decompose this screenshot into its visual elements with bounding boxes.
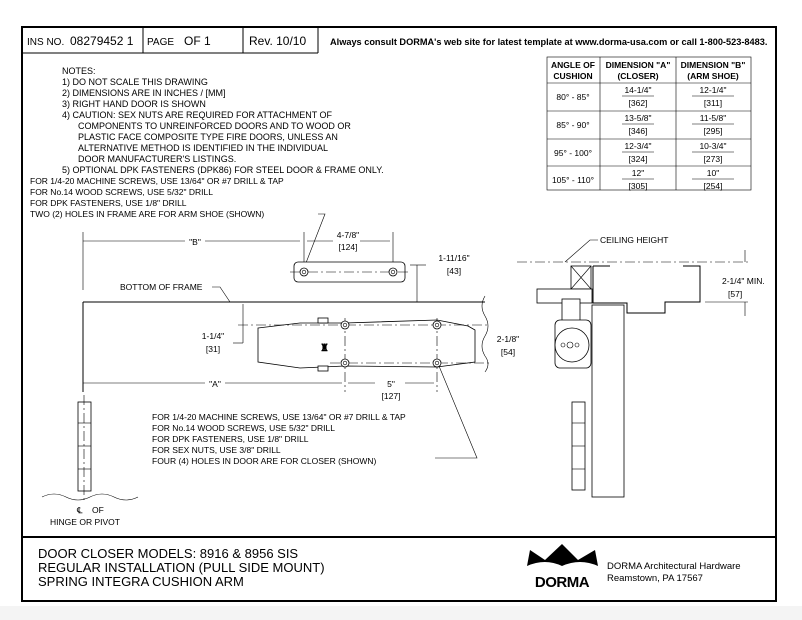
svg-text:CEILING HEIGHT: CEILING HEIGHT (600, 235, 668, 245)
svg-text:BOTTOM OF FRAME: BOTTOM OF FRAME (120, 282, 203, 292)
page-of: OF 1 (184, 34, 211, 48)
closer-logo-icon: ♜ (320, 343, 329, 354)
svg-text:[127]: [127] (382, 391, 401, 401)
dim-a: "A" (209, 379, 221, 389)
svg-text:1-1/4": 1-1/4" (202, 331, 224, 341)
table-dim-b: 11-5/8" (700, 113, 727, 123)
svg-text:NOTES:: NOTES: (62, 66, 96, 76)
company-address: Reamstown, PA 17567 (607, 573, 703, 584)
svg-text:DIMENSION "A": DIMENSION "A" (606, 60, 671, 70)
svg-text:1-11/16": 1-11/16" (438, 253, 469, 263)
table-dim-a-mm: [362] (629, 98, 648, 108)
ins-label: INS NO. (27, 37, 64, 48)
table-dim-a-mm: [305] (629, 181, 648, 191)
svg-text:OF: OF (92, 505, 104, 515)
table-dim-a: 12-3/4" (624, 141, 651, 151)
svg-text:℄: ℄ (76, 505, 83, 515)
consult-text: Always consult DORMA's web site for late… (330, 37, 767, 47)
notes: NOTES: 1) DO NOT SCALE THIS DRAWING 2) D… (62, 66, 384, 175)
table-dim-b-mm: [254] (704, 181, 723, 191)
svg-text:FOR 1/4-20 MACHINE SCREWS, USE: FOR 1/4-20 MACHINE SCREWS, USE 13/64" OR… (152, 412, 406, 422)
table-dim-a: 12" (632, 168, 644, 178)
table-angle: 85° - 90° (556, 120, 589, 130)
svg-text:FOR SEX NUTS, USE 3/8" DRILL: FOR SEX NUTS, USE 3/8" DRILL (152, 445, 281, 455)
svg-text:FOR DPK FASTENERS, USE 1/8" DR: FOR DPK FASTENERS, USE 1/8" DRILL (152, 434, 309, 444)
front-view: "B" 4-7/8" [124] 1-11/16" [43] BOTTOM OF… (41, 230, 519, 527)
svg-text:4) CAUTION: SEX NUTS ARE REQUI: 4) CAUTION: SEX NUTS ARE REQUIRED FOR AT… (62, 110, 333, 120)
footer-title-1: DOOR CLOSER MODELS: 8916 & 8956 SIS (38, 546, 298, 561)
svg-text:3) RIGHT HAND DOOR IS SHOWN: 3) RIGHT HAND DOOR IS SHOWN (62, 99, 206, 109)
table-dim-b: 10" (707, 168, 719, 178)
table-dim-b-mm: [311] (704, 98, 722, 108)
dorma-logo: DORMA (527, 544, 598, 591)
svg-text:[54]: [54] (501, 347, 515, 357)
svg-text:5": 5" (387, 379, 395, 389)
page-label: PAGE (147, 37, 174, 48)
svg-text:FOR No.14 WOOD SCREWS, USE 5/3: FOR No.14 WOOD SCREWS, USE 5/32" DRILL (152, 423, 335, 433)
svg-text:TWO (2) HOLES IN FRAME ARE FOR: TWO (2) HOLES IN FRAME ARE FOR ARM SHOE … (30, 209, 264, 219)
sheet-border (21, 26, 777, 602)
svg-text:DOOR MANUFACTURER'S LISTINGS.: DOOR MANUFACTURER'S LISTINGS. (78, 154, 236, 164)
table-dim-b: 12-1/4" (699, 85, 726, 95)
svg-text:2) DIMENSIONS ARE IN INCHES /: 2) DIMENSIONS ARE IN INCHES / [MM] (62, 88, 226, 98)
svg-text:(CLOSER): (CLOSER) (617, 71, 658, 81)
svg-text:FOR No.14 WOOD SCREWS, USE 5/3: FOR No.14 WOOD SCREWS, USE 5/32" DRILL (30, 187, 213, 197)
svg-text:CUSHION: CUSHION (553, 71, 592, 81)
svg-text:2-1/8": 2-1/8" (497, 334, 519, 344)
table-dim-a: 13-5/8" (624, 113, 651, 123)
svg-text:COMPONENTS TO UNREINFORCED DOO: COMPONENTS TO UNREINFORCED DOORS AND TO … (78, 121, 351, 131)
table-dim-b-mm: [295] (704, 126, 723, 136)
svg-text:4-7/8": 4-7/8" (337, 230, 359, 240)
template-sheet: INS NO. 08279452 1 PAGE OF 1 Rev. 10/10 … (0, 0, 802, 606)
table-dim-b: 10-3/4" (699, 141, 726, 151)
frame-notes: FOR 1/4-20 MACHINE SCREWS, USE 13/64" OR… (30, 176, 326, 269)
svg-text:(ARM SHOE): (ARM SHOE) (687, 71, 739, 81)
table-angle: 80° - 85° (556, 92, 589, 102)
svg-text:[31]: [31] (206, 344, 220, 354)
table-angle: 95° - 100° (554, 148, 592, 158)
svg-text:FOR 1/4-20 MACHINE SCREWS, USE: FOR 1/4-20 MACHINE SCREWS, USE 13/64" OR… (30, 176, 284, 186)
table-angle: 105° - 110° (552, 175, 594, 185)
svg-text:PLASTIC FACE COMPOSITE TYPE FI: PLASTIC FACE COMPOSITE TYPE FIRE DOORS, … (78, 132, 338, 142)
footer-title-3: SPRING INTEGRA CUSHION ARM (38, 574, 244, 589)
side-view: CEILING HEIGHT 2-1/4" MIN. [57] (517, 235, 765, 498)
footer-title-2: REGULAR INSTALLATION (PULL SIDE MOUNT) (38, 560, 325, 575)
dim-b: "B" (189, 237, 201, 247)
door-notes: FOR 1/4-20 MACHINE SCREWS, USE 13/64" OR… (152, 412, 406, 466)
svg-text:FOR DPK FASTENERS, USE 1/8" DR: FOR DPK FASTENERS, USE 1/8" DRILL (30, 198, 187, 208)
svg-text:[57]: [57] (728, 289, 742, 299)
svg-text:ALTERNATIVE METHOD IS IDENTIFI: ALTERNATIVE METHOD IS IDENTIFIED IN THE … (78, 143, 328, 153)
revision: Rev. 10/10 (249, 34, 306, 48)
table-dim-a-mm: [324] (629, 154, 648, 164)
hinge (77, 401, 92, 492)
svg-text:5) OPTIONAL DPK FASTENERS (DPK: 5) OPTIONAL DPK FASTENERS (DPK86) FOR ST… (62, 165, 384, 175)
table-dim-b-mm: [273] (704, 154, 723, 164)
closer-body (257, 319, 476, 369)
svg-text:[43]: [43] (447, 266, 461, 276)
door-edge (591, 304, 625, 498)
table-dim-a-mm: [346] (629, 126, 648, 136)
svg-text:[124]: [124] (339, 242, 358, 252)
drawing: INS NO. 08279452 1 PAGE OF 1 Rev. 10/10 … (21, 26, 777, 602)
svg-text:FOUR (4) HOLES IN DOOR ARE FOR: FOUR (4) HOLES IN DOOR ARE FOR CLOSER (S… (152, 456, 376, 466)
ins-number: 08279452 1 (70, 34, 134, 48)
company-name: DORMA Architectural Hardware (607, 561, 741, 572)
table-dim-a: 14-1/4" (624, 85, 651, 95)
svg-text:1) DO NOT SCALE THIS DRAWING: 1) DO NOT SCALE THIS DRAWING (62, 77, 208, 87)
svg-text:2-1/4" MIN.: 2-1/4" MIN. (722, 276, 765, 286)
svg-text:DIMENSION "B": DIMENSION "B" (681, 60, 746, 70)
svg-text:DORMA: DORMA (535, 574, 590, 591)
svg-text:HINGE OR PIVOT: HINGE OR PIVOT (50, 517, 120, 527)
svg-text:ANGLE OF: ANGLE OF (551, 60, 595, 70)
